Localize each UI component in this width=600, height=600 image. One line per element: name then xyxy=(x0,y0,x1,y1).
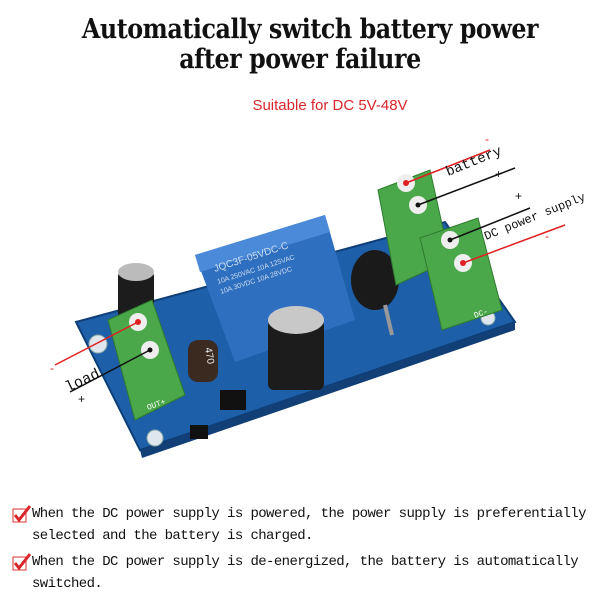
svg-text:470: 470 xyxy=(202,347,216,366)
dc-plus-line xyxy=(449,207,531,241)
load-plus-sign: + xyxy=(78,392,85,406)
dc-plus-sign: + xyxy=(515,189,522,203)
battery-plus-sign: + xyxy=(495,167,502,181)
capacitor-large xyxy=(268,306,324,390)
battery-plus-line xyxy=(417,167,516,206)
dc-minus-line xyxy=(462,224,566,264)
product-photo: JQC3F-05VDC-C 10A 250VAC 10A 125VAC 10A … xyxy=(50,132,588,458)
feature-item: When the DC power supply is de-energized… xyxy=(12,551,597,595)
ic-chip xyxy=(220,390,246,410)
checkmark-icon xyxy=(12,553,32,571)
feature-text: When the DC power supply is powered, the… xyxy=(32,506,587,544)
title-line-1: Automatically switch battery power xyxy=(81,14,539,45)
transistor xyxy=(351,250,399,336)
relay: JQC3F-05VDC-C 10A 250VAC 10A 125VAC 10A … xyxy=(195,215,355,362)
load-minus-sign: - xyxy=(50,361,54,375)
load-minus-line xyxy=(54,321,139,366)
diode xyxy=(190,425,208,439)
checkmark-icon xyxy=(12,505,32,523)
load-plus-line xyxy=(69,349,151,393)
feature-list: When the DC power supply is powered, the… xyxy=(12,503,597,599)
battery-minus-sign: - xyxy=(485,132,489,146)
feature-text: When the DC power supply is de-energized… xyxy=(32,554,579,592)
voltage-subtitle: Suitable for DC 5V-48V xyxy=(252,97,408,114)
feature-item: When the DC power supply is powered, the… xyxy=(12,503,597,547)
inductor: 470 xyxy=(188,340,218,382)
battery-minus-line xyxy=(405,149,491,184)
dc-minus-sign: - xyxy=(545,229,549,243)
terminal-load xyxy=(107,299,186,421)
title-line-2: after power failure xyxy=(179,44,421,75)
